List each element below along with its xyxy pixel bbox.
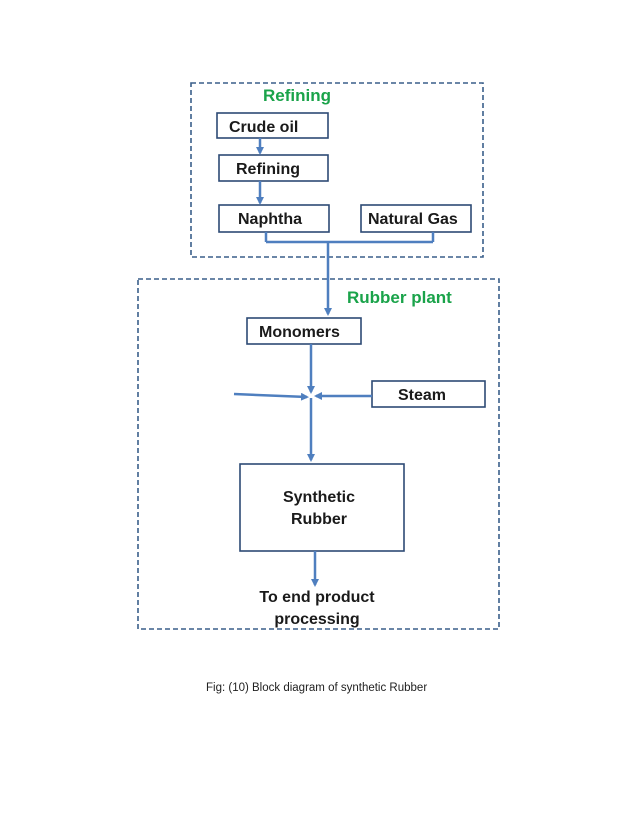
crude-oil-label: Crude oil [229, 119, 298, 136]
arrow-left-input-to-junction [233, 392, 309, 401]
synthetic-rubber-label-line1: Synthetic [283, 489, 355, 506]
monomers-box: Monomers [246, 317, 362, 345]
merge-connector [264, 232, 435, 244]
synthetic-rubber-label-line2: Rubber [291, 511, 347, 528]
rubber-plant-section-border [137, 278, 500, 630]
figure-caption: Fig: (10) Block diagram of synthetic Rub… [206, 682, 428, 694]
end-product-label-line2: processing [274, 611, 359, 628]
monomers-label: Monomers [259, 324, 340, 341]
refining-section-border [190, 82, 484, 258]
steam-label: Steam [398, 387, 446, 404]
natural-gas-label: Natural Gas [368, 211, 458, 228]
naphtha-label: Naphtha [238, 211, 302, 228]
naphtha-box: Naphtha [218, 204, 330, 233]
synthetic-rubber-box: Synthetic Rubber [239, 463, 405, 552]
crude-oil-box: Crude oil [216, 112, 329, 139]
end-product-label-line1: To end product [259, 589, 375, 606]
natural-gas-box: Natural Gas [360, 204, 472, 233]
refining-section-title: Refining [263, 86, 331, 105]
steam-box: Steam [371, 380, 486, 408]
rubber-plant-section-title: Rubber plant [347, 288, 452, 307]
refining-label: Refining [236, 161, 300, 178]
refining-box: Refining [218, 154, 329, 182]
